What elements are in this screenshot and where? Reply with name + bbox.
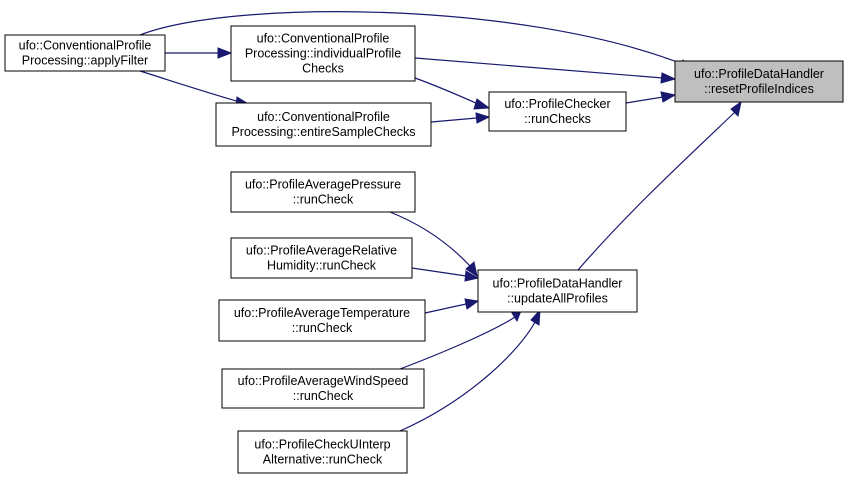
node-box[interactable] (237, 430, 408, 474)
node-label-line: ufo::ProfileDataHandler (694, 67, 824, 81)
edge-line (430, 117, 478, 123)
node-box[interactable] (230, 25, 416, 82)
edge-line (424, 303, 467, 314)
node-label-line: ufo::ProfileAverageRelative (246, 244, 397, 258)
node-label-line: Humidity::runCheck (267, 259, 377, 273)
node-label-line: ::resetProfileIndices (704, 82, 814, 96)
node-label-line: ::runCheck (293, 389, 354, 403)
call-edges (139, 11, 742, 432)
edge-indiv-to-reset (414, 57, 677, 84)
edge-line (139, 11, 686, 66)
edge-line (577, 111, 736, 271)
node-label-line: ufo::ProfileCheckUInterp (254, 438, 390, 452)
edge-line (414, 77, 479, 105)
node-apply[interactable]: ufo::ConventionalProfileProcessing::appl… (4, 34, 166, 72)
edge-line (411, 267, 467, 277)
edge-uinterp-to-update (399, 308, 541, 432)
node-box[interactable] (218, 299, 426, 342)
node-wind[interactable]: ufo::ProfileAverageWindSpeed::runCheck (221, 368, 425, 409)
edge-apply-to-indiv (165, 47, 233, 59)
node-indiv[interactable]: ufo::ConventionalProfileProcessing::indi… (230, 25, 416, 82)
node-label-line: ::runChecks (524, 112, 591, 126)
node-label-line: Checks (302, 62, 344, 76)
arrowhead-icon (530, 308, 541, 326)
node-box[interactable] (4, 34, 166, 72)
node-box[interactable] (215, 102, 432, 147)
node-temperature[interactable]: ufo::ProfileAverageTemperature::runCheck (218, 299, 426, 342)
arrowhead-icon (464, 298, 480, 310)
node-label-line: ufo::ConventionalProfile (257, 110, 390, 124)
edge-line (414, 57, 664, 79)
node-label-line: ::runCheck (293, 193, 354, 207)
node-update[interactable]: ufo::ProfileDataHandler::updateAllProfil… (477, 269, 638, 313)
arrowhead-icon (475, 112, 491, 124)
edge-line (139, 70, 241, 103)
node-box[interactable] (230, 171, 416, 213)
node-label-line: Processing::individualProfile (245, 47, 401, 61)
node-label-line: ufo::ProfileAveragePressure (245, 178, 401, 192)
node-label-line: ufo::ProfileChecker (504, 97, 610, 111)
edge-temperature-to-update (424, 298, 480, 314)
node-box[interactable] (230, 237, 413, 279)
arrowhead-icon (473, 98, 491, 110)
edge-apply-to-reset (139, 11, 696, 70)
arrowhead-icon (464, 270, 480, 282)
node-uinterp[interactable]: ufo::ProfileCheckUInterpAlternative::run… (237, 430, 408, 474)
edge-update-to-reset (577, 100, 742, 271)
edge-line (399, 316, 516, 370)
node-runchecks[interactable]: ufo::ProfileChecker::runChecks (488, 91, 627, 132)
arrowhead-icon (660, 91, 677, 103)
node-entire[interactable]: ufo::ConventionalProfileProcessing::enti… (215, 102, 432, 147)
edge-entire-to-runchecks (430, 112, 491, 124)
node-label-line: ufo::ConventionalProfile (257, 32, 390, 46)
arrowhead-icon (465, 261, 478, 278)
edge-line (399, 321, 536, 432)
edge-indiv-to-runchecks (414, 77, 491, 110)
node-reset[interactable]: ufo::ProfileDataHandler::resetProfileInd… (674, 60, 844, 103)
node-label-line: ufo::ProfileAverageTemperature (234, 306, 410, 320)
edge-pressure-to-update (389, 211, 478, 278)
node-box[interactable] (221, 368, 425, 409)
node-label-line: ::updateAllProfiles (507, 292, 608, 306)
node-label-line: ::runCheck (292, 321, 353, 335)
node-label-line: Processing::applyFilter (22, 54, 148, 68)
edge-humidity-to-update (411, 267, 480, 282)
edge-line (625, 96, 664, 104)
node-box[interactable] (674, 60, 844, 103)
node-label-line: Alternative::runCheck (263, 453, 383, 467)
node-label-line: ufo::ProfileDataHandler (493, 277, 623, 291)
edge-line (389, 211, 471, 267)
node-humidity[interactable]: ufo::ProfileAverageRelativeHumidity::run… (230, 237, 413, 279)
node-box[interactable] (477, 269, 638, 313)
node-label-line: ufo::ConventionalProfile (19, 39, 152, 53)
arrowhead-icon (660, 72, 677, 84)
arrowhead-icon (217, 47, 233, 59)
arrowhead-icon (730, 100, 742, 118)
call-nodes: ufo::ProfileDataHandler::resetProfileInd… (4, 25, 844, 474)
node-label-line: Processing::entireSampleChecks (231, 125, 415, 139)
node-label-line: ufo::ProfileAverageWindSpeed (238, 374, 409, 388)
node-box[interactable] (488, 91, 627, 132)
edge-runchecks-to-reset (625, 91, 677, 104)
node-pressure[interactable]: ufo::ProfileAveragePressure::runCheck (230, 171, 416, 213)
